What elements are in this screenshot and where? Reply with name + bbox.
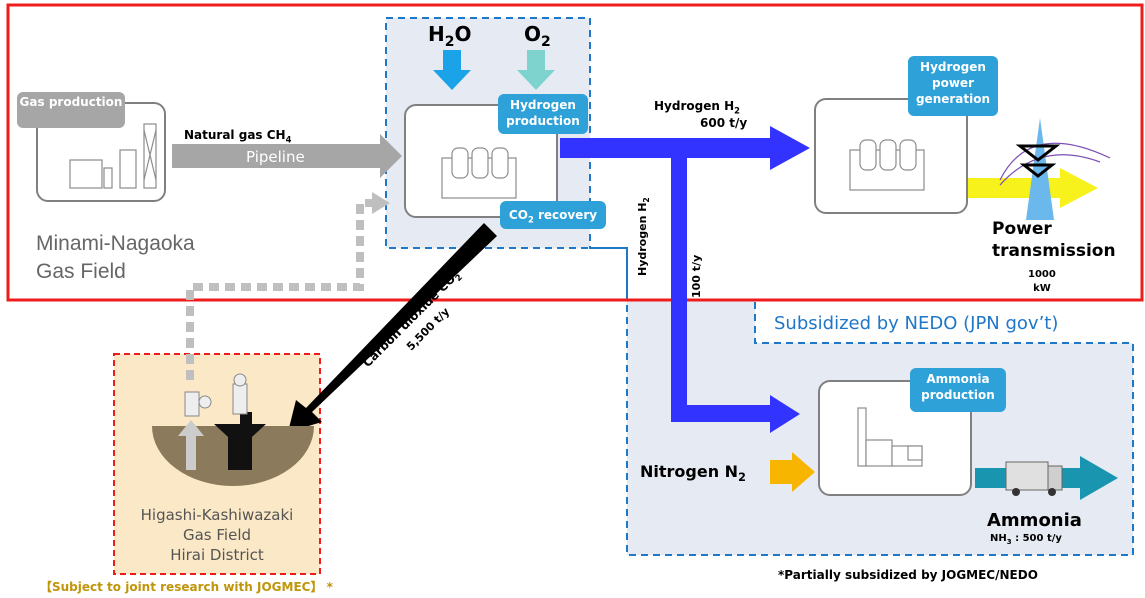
co2-recovery-tag: CO2 recovery [500,201,606,229]
wellhead-icons [184,373,248,417]
nitrogen-label: Nitrogen N2 [640,462,746,485]
co2-arrow [288,223,497,432]
gas-plant-icon [69,123,157,189]
pipeline-arrow [172,134,402,178]
nitrogen-arrow [770,452,815,492]
tower-hourglass-icon [1015,144,1061,162]
project-frame [6,3,1144,302]
hydrogen-main-label: Hydrogen H2 [654,99,740,116]
power-plant-icon [849,139,925,191]
o2-label: O2 [524,22,551,50]
storage-field-line3: Hirai District [170,546,264,564]
ammonia-amount: NH3 : 500 t/y [990,533,1062,546]
hydrogen-down-label: Hydrogen H2 [636,197,652,276]
pipeline-label: Pipeline [246,148,305,166]
co2-return-path [186,199,372,380]
h2o-arrow [433,50,471,90]
h2o-label: H2O [428,22,472,50]
ammonia-label: Ammonia [987,510,1082,531]
storage-field-name: Higashi-Kashiwazaki Gas Field Hirai Dist… [114,505,320,565]
power-line-icon [999,154,1101,186]
hydrogen-main-arrow [560,126,810,170]
hydrogen-production-tag: Hydrogen production [498,94,588,134]
power-amount: 1000 kW [1028,269,1056,294]
storage-field-line2: Gas Field [182,526,252,544]
hydrogen-power-tag: Hydrogen power generation [908,56,998,116]
o2-arrow [517,50,555,90]
gas-field-line2: Gas Field [36,260,126,283]
hydrogen-plant-icon [441,147,517,199]
joint-research-label: 【Subject to joint research with JOGMEC】 … [40,580,333,594]
footnote: *Partially subsidized by JOGMEC/NEDO [778,568,1038,582]
hydrogen-main-amount: 600 t/y [700,116,748,130]
transmission-tower-icon [1026,118,1054,220]
nedo-subsidy-label: Subsidized by NEDO (JPN gov’t) [774,313,1059,334]
storage-field-line1: Higashi-Kashiwazaki [140,506,294,524]
gas-production-tag: Gas production [17,92,125,128]
natural-gas-label: Natural gas CH4 [184,128,292,145]
hydrogen-down-amount: 100 t/y [690,254,703,298]
ammonia-plant-icon [857,407,923,467]
truck-icon [1005,461,1063,496]
gas-field-line1: Minami-Nagaoka [36,232,195,255]
hydrogen-down-arrow [671,158,800,433]
power-transmission-label: Power transmission [992,219,1116,261]
observation-well-icon [186,430,196,470]
gas-field-name: Minami-Nagaoka Gas Field [36,230,195,286]
co2-return-arrowhead [372,192,390,214]
ammonia-production-tag: Ammonia production [910,368,1006,412]
